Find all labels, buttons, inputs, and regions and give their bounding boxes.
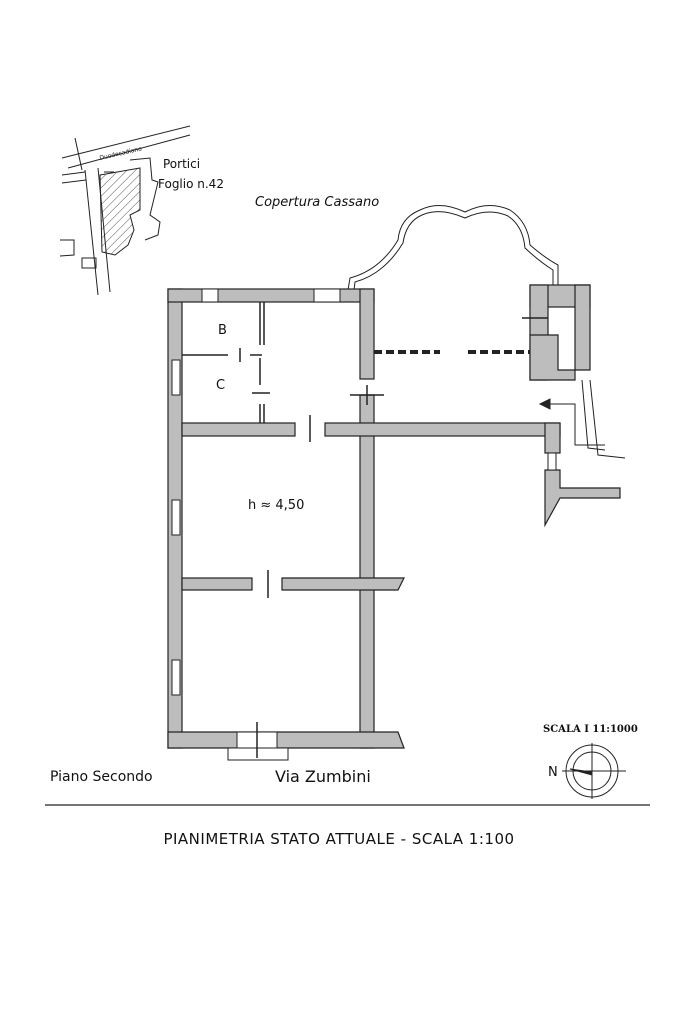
roof-outline xyxy=(347,205,559,291)
north-label: N xyxy=(548,765,558,780)
street-label: Via Zumbini xyxy=(275,767,371,786)
stair-arrow xyxy=(538,398,605,446)
partitions xyxy=(182,302,548,758)
height-note: h ≈ 4,50 xyxy=(248,498,304,513)
room-b-label: B xyxy=(218,323,227,338)
roof-label: Copertura Cassano xyxy=(255,195,379,210)
walls xyxy=(167,284,626,749)
room-c-label: C xyxy=(216,378,225,393)
north-compass-icon xyxy=(562,743,626,799)
scale-label: SCALA I 11:1000 xyxy=(543,724,638,735)
floor-label: Piano Secondo xyxy=(50,769,153,785)
location-map xyxy=(59,125,191,296)
page-title: PIANIMETRIA STATO ATTUALE - SCALA 1:100 xyxy=(163,830,514,848)
map-sheet-label: Foglio n.42 xyxy=(158,177,224,191)
map-town-label: Portici xyxy=(163,157,200,171)
